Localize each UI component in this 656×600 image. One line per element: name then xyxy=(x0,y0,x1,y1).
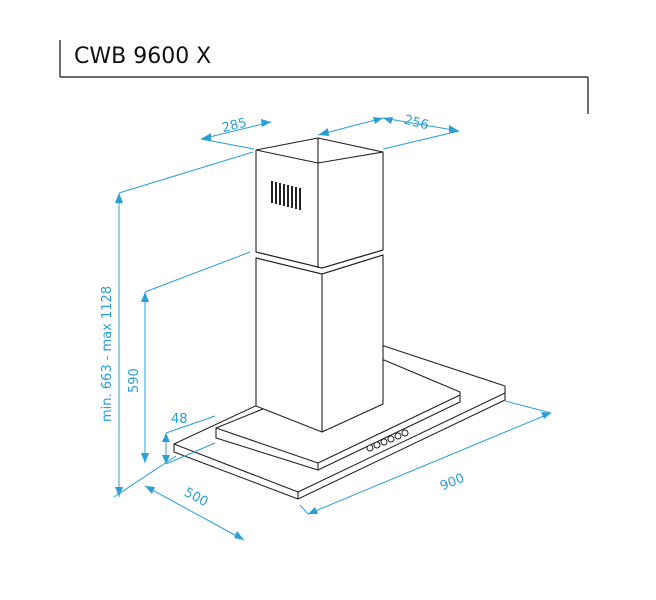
label-285: 285 xyxy=(221,116,249,137)
label-500: 500 xyxy=(181,485,210,510)
upper-chimney-top xyxy=(255,137,384,164)
label-900: 900 xyxy=(438,471,467,494)
control-buttons-icon xyxy=(366,429,409,452)
lower-chimney xyxy=(255,254,384,433)
glass-canopy xyxy=(173,345,506,500)
dimension-arrows xyxy=(115,117,551,540)
label-590: 590 xyxy=(127,368,142,393)
label-total-height: min. 663 - max 1128 xyxy=(100,286,115,422)
chimney-joint xyxy=(255,249,384,275)
label-256: 256 xyxy=(402,113,430,134)
model-title: CWB 9600 X xyxy=(74,44,212,69)
label-48: 48 xyxy=(171,412,188,427)
air-vent-grille-icon xyxy=(271,181,301,210)
hood-outline xyxy=(173,137,506,500)
